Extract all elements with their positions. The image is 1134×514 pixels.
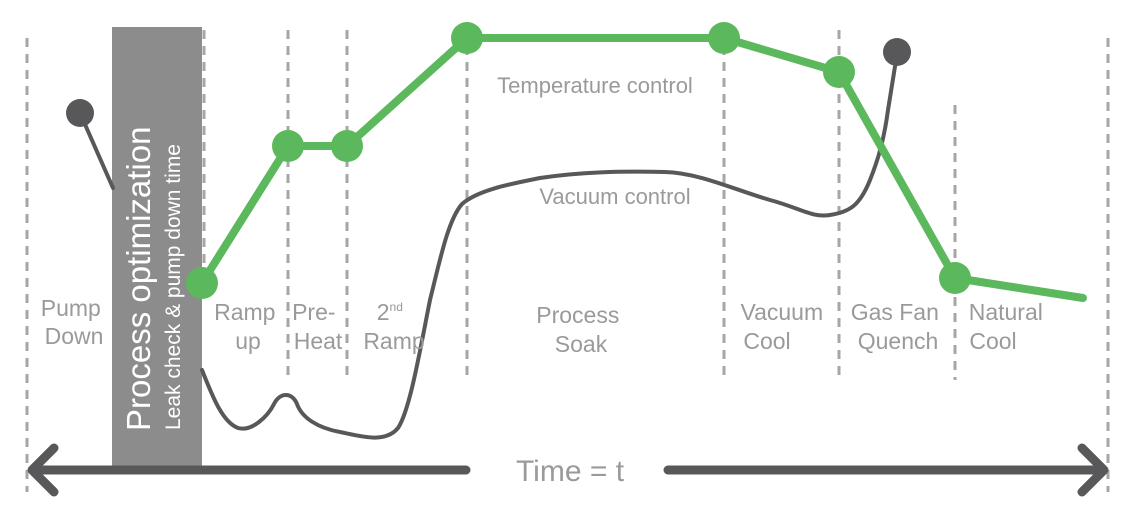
temperature-node: [331, 130, 363, 162]
phase-label-line2: Heat: [294, 328, 343, 354]
time-axis: [27, 443, 1109, 497]
phase-label-line1: Process: [536, 302, 619, 328]
phase-label-line1: Gas Fan: [851, 299, 939, 325]
temperature-node: [272, 130, 304, 162]
phase-label-ramp-up: Ramp up: [214, 299, 282, 354]
phase-label-line1: Vacuum: [740, 299, 823, 325]
phase-label-line2: Quench: [858, 328, 939, 354]
temperature-node: [708, 22, 740, 54]
phase-label-line2: Cool: [969, 328, 1016, 354]
time-axis-left-arrowhead: [27, 443, 59, 497]
temperature-node: [939, 262, 971, 294]
temperature-nodes: [186, 22, 971, 299]
phase-label-line1: Ramp: [214, 299, 275, 325]
phase-label-pre-heat: Pre- Heat: [292, 299, 343, 354]
phase-label-gas-fan-quench: Gas Fan Quench: [851, 299, 946, 354]
process-optimization-bar: [112, 27, 202, 467]
phase-label-line1: Pre-: [292, 299, 335, 325]
phase-label-pump-down: Pump Down: [41, 295, 107, 349]
phase-label-line2: Down: [45, 323, 104, 349]
temperature-node: [451, 22, 483, 54]
phase-label-vacuum-cool: Vacuum Cool: [740, 299, 829, 354]
phase-label-line1: 2nd: [377, 299, 403, 325]
ordinal-suffix: nd: [390, 300, 403, 314]
phase-label-line1: Natural: [969, 299, 1043, 325]
vacuum-control-label: Vacuum control: [539, 184, 690, 209]
phase-label-line1: Pump: [41, 295, 101, 321]
phase-label-line2: Cool: [743, 328, 790, 354]
temperature-node: [823, 56, 855, 88]
phase-label-second-ramp: 2nd Ramp: [363, 290, 424, 354]
temperature-node: [186, 267, 218, 299]
phase-label-line2: up: [235, 328, 261, 354]
process-optimization-subtitle: Leak check & pump down time: [162, 144, 185, 430]
phase-guide-lines: [25, 30, 1110, 492]
phase-label-natural-cool: Natural Cool: [969, 299, 1050, 354]
phase-label-line2: Ramp: [363, 328, 424, 354]
process-optimization-title: Process optimization: [120, 127, 157, 431]
vacuum-end-node: [883, 38, 911, 66]
phase-label-line2: Soak: [555, 331, 608, 357]
vacuum-start-node: [66, 99, 94, 127]
temperature-control-label: Temperature control: [497, 73, 693, 98]
ordinal-base: 2: [377, 299, 390, 325]
phase-label-process-soak: Process Soak: [536, 302, 625, 357]
phase-labels: Pump Down Ramp up Pre- Heat 2nd Ramp Pro…: [41, 290, 1050, 357]
time-axis-label: Time = t: [516, 455, 625, 488]
time-axis-right-arrowhead: [1077, 443, 1109, 497]
